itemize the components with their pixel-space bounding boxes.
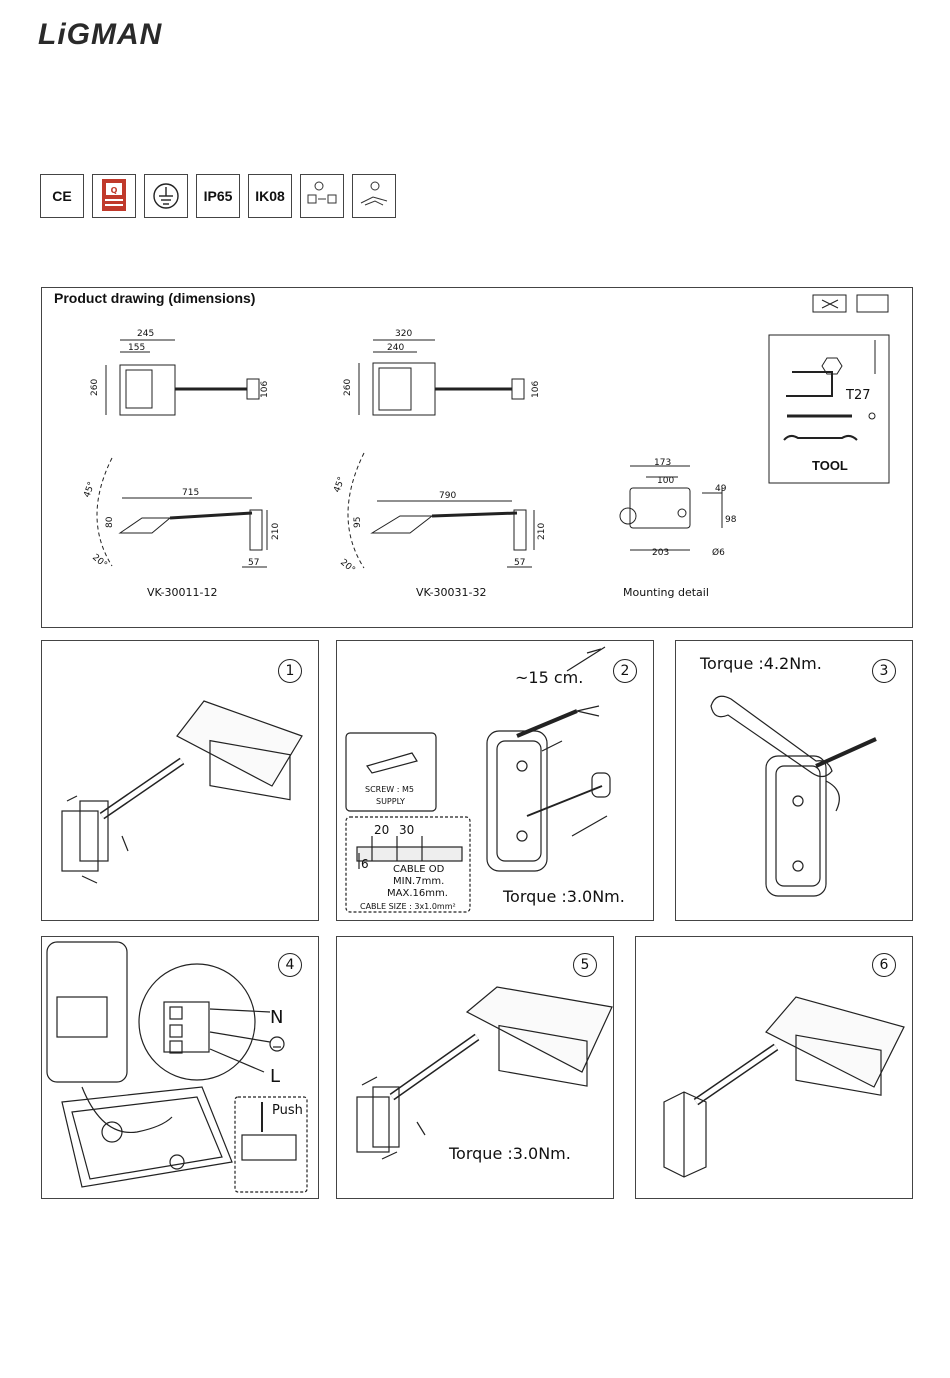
step-2-illustration: SCREW : M5 SUPPLY 20 30 6 CABLE OD MIN.7… [345, 646, 611, 913]
cable-dim-30: 30 [399, 823, 414, 837]
step-1-illustration [61, 700, 303, 884]
dim-b-ang1: 45° [332, 476, 347, 494]
dim-m-98: 98 [725, 515, 737, 525]
cable-max-label: MAX.16mm. [387, 888, 448, 899]
ik-rating-badge: IK08 [248, 174, 292, 218]
dim-m-100: 100 [657, 476, 674, 486]
ce-mark: CE [40, 174, 84, 218]
step-5-illustration [356, 986, 613, 1160]
dim-a-reach: 715 [182, 488, 199, 498]
dim-a-ang1: 45° [82, 481, 97, 499]
cable-dim-6: 6 [361, 857, 369, 871]
dim-b-reach: 790 [439, 491, 456, 501]
step-4-number: 4 [278, 953, 302, 977]
step-6-illustration [663, 996, 905, 1178]
dim-a-d57: 57 [248, 558, 259, 568]
dim-a-w2: 155 [128, 343, 145, 353]
brand-logo: LiGMAN [38, 18, 163, 51]
model-a-label: VK-30011-12 [147, 586, 218, 599]
ip-rating-badge: IP65 [196, 174, 240, 218]
step-1-panel: 1 [41, 640, 319, 921]
driver-icon [300, 174, 344, 218]
screw-supply-label: SUPPLY [376, 797, 405, 806]
dim-b-cap: 106 [531, 381, 541, 398]
cable-dim-20: 20 [374, 823, 389, 837]
step-3-torque: Torque :4.2Nm. [700, 654, 822, 673]
step-5-panel: 5 Torque :3.0Nm. [336, 936, 614, 1199]
tool-t27: T27 [845, 388, 870, 403]
step-3-number: 3 [872, 659, 896, 683]
dim-b-d95: 95 [353, 517, 363, 528]
dim-b-ang2: 20° [338, 558, 357, 576]
step-2-panel: 2 ~15 cm. SCREW : M5 SUPPLY 20 30 6 CAB [336, 640, 654, 921]
product-drawing-panel: Product drawing (dimensions) [41, 287, 913, 628]
step-2-number: 2 [613, 659, 637, 683]
installation-icon [352, 174, 396, 218]
cable-size-label: CABLE SIZE : 3x1.0mm² [360, 902, 456, 911]
step-5-torque: Torque :3.0Nm. [449, 1144, 571, 1163]
push-label: Push [272, 1103, 303, 1118]
step-6-panel: 6 [635, 936, 913, 1199]
step-4-illustration: N L Push [46, 941, 308, 1193]
class1-earth-icon [144, 174, 188, 218]
dim-b-h210: 210 [537, 523, 547, 540]
step-2-torque: Torque :3.0Nm. [503, 887, 625, 906]
step-3-panel: 3 Torque :4.2Nm. [675, 640, 913, 921]
cable-od-label: CABLE OD [393, 864, 445, 875]
step-5-number: 5 [573, 953, 597, 977]
step-4-panel: 4 N L Push [41, 936, 319, 1199]
svg-text:Q: Q [111, 186, 118, 195]
quality-seal-icon: Q [92, 174, 136, 218]
dim-m-203: 203 [652, 548, 669, 558]
dim-m-d6: Ø6 [712, 547, 725, 558]
tool-label: TOOL [812, 458, 848, 473]
dim-b-h: 260 [343, 379, 353, 396]
drawing-title: Product drawing (dimensions) [54, 290, 256, 306]
dim-a-d80: 80 [105, 516, 115, 528]
mounting-label: Mounting detail [623, 586, 709, 599]
dim-a-h210: 210 [271, 523, 281, 540]
dim-m-173: 173 [654, 458, 671, 468]
dim-b-w2: 240 [387, 343, 404, 353]
model-b-label: VK-30031-32 [416, 586, 487, 599]
step-1-number: 1 [278, 659, 302, 683]
dim-b-w1: 320 [395, 329, 412, 339]
dim-a-cap: 106 [260, 381, 270, 398]
live-label: L [270, 1066, 280, 1087]
dim-b-d57: 57 [514, 558, 525, 568]
step-3-illustration [710, 695, 877, 897]
strip-length-label: ~15 cm. [515, 668, 584, 687]
cable-min-label: MIN.7mm. [393, 876, 444, 887]
screw-label: SCREW : M5 [365, 785, 414, 794]
step-6-number: 6 [872, 953, 896, 977]
dim-a-w1: 245 [137, 329, 154, 339]
dimension-drawings: 245 155 260 106 715 45° 20° 80 210 57 32… [82, 294, 890, 599]
neutral-label: N [270, 1007, 283, 1028]
dim-a-h: 260 [90, 379, 100, 396]
dim-m-49: 49 [715, 484, 727, 494]
